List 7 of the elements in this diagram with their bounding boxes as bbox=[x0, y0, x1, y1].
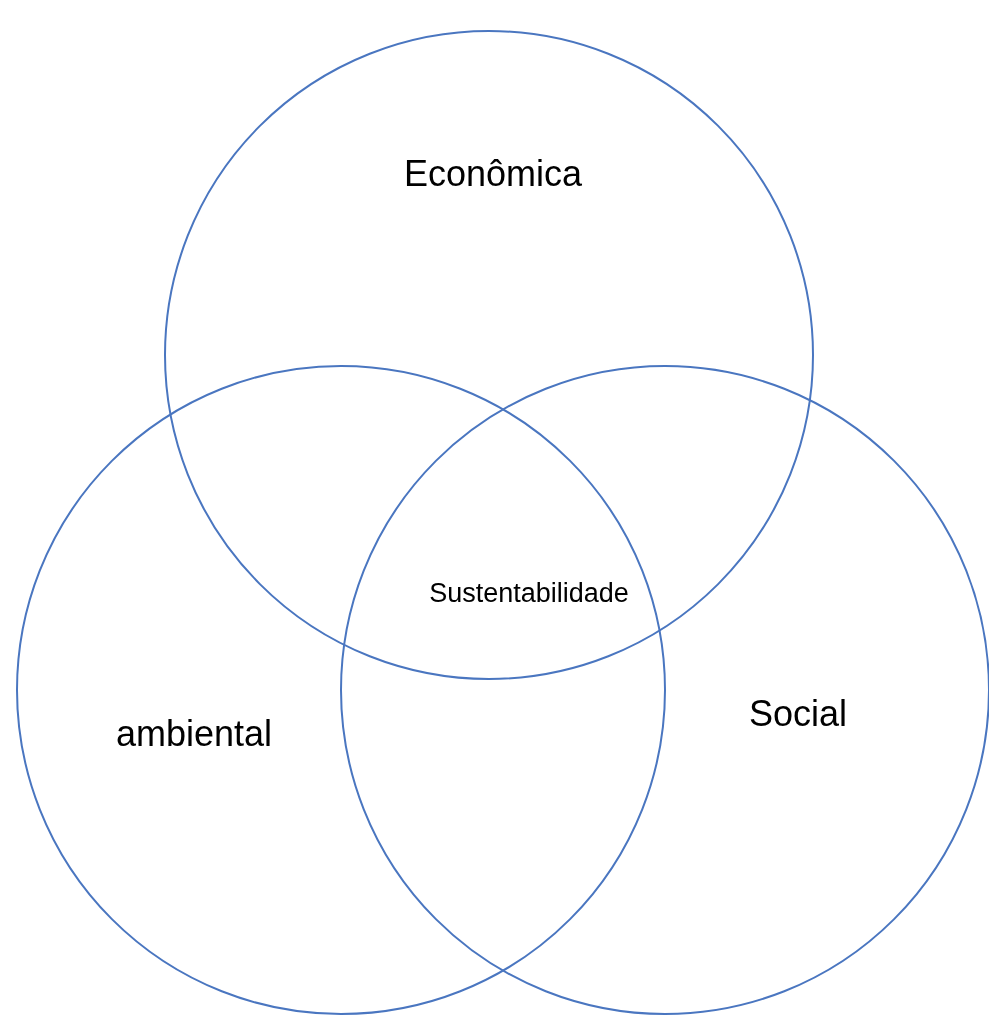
circle-label: ambiental bbox=[115, 713, 273, 755]
venn-circle bbox=[16, 365, 666, 1015]
circle-label: Econômica bbox=[403, 153, 583, 195]
venn-circle bbox=[340, 365, 989, 1015]
center-label: Sustentabilidade bbox=[429, 577, 629, 609]
circle-label: Social bbox=[748, 693, 848, 735]
venn-circle bbox=[164, 30, 814, 680]
